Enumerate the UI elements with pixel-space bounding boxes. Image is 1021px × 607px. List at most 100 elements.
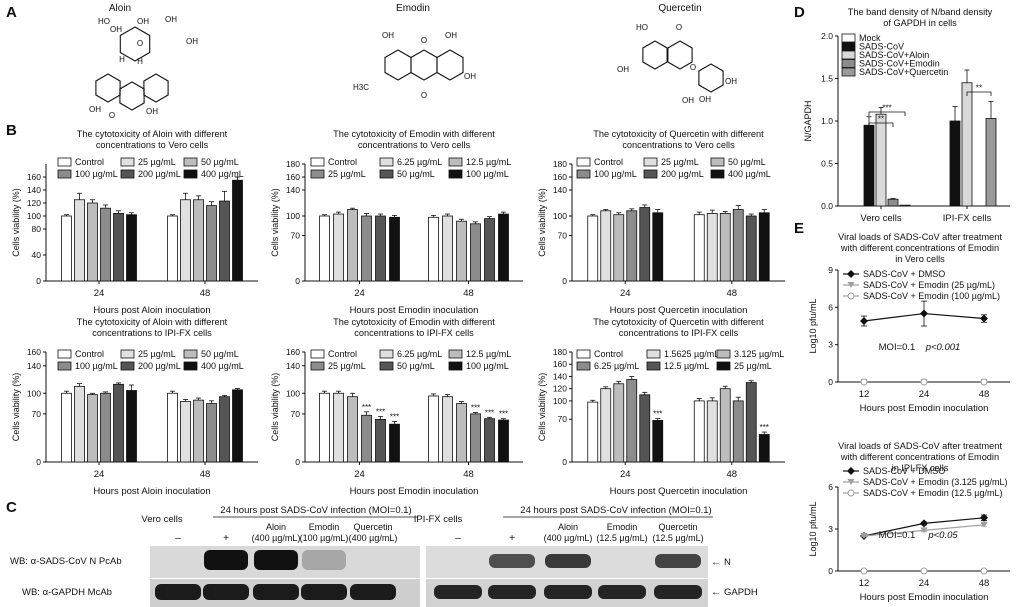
- legend-label: SADS-CoV+Emodin: [859, 59, 940, 69]
- data-point: [920, 519, 928, 528]
- x-tick-label: 48: [200, 469, 211, 480]
- bar: [61, 215, 72, 282]
- legend-swatch: [183, 349, 198, 359]
- blot-infection-header: 24 hours post SADS-CoV infection (MOI=0.…: [520, 505, 711, 516]
- significance-mark: ***: [882, 104, 891, 113]
- blot-ipifx-label: IPI-FX cells: [414, 514, 463, 525]
- bar: [887, 198, 899, 207]
- bar: [319, 392, 330, 463]
- bar: [626, 379, 638, 463]
- bar: [100, 207, 111, 282]
- legend-label: Control: [594, 157, 623, 167]
- emodin-group-label: OH: [382, 31, 394, 40]
- bar: [693, 400, 705, 463]
- lane-header: (400 µg/mL): [544, 533, 593, 543]
- y-tick-label: 180: [553, 159, 567, 169]
- x-tick-label: 24: [919, 389, 930, 400]
- bar: [985, 118, 997, 207]
- legend-label: Control: [594, 349, 623, 359]
- x-axis-label: Hours post Emodin inoculation: [860, 592, 989, 603]
- bar: [389, 216, 400, 282]
- y-tick-label: 120: [27, 198, 41, 208]
- chart-E2: Viral loads of SADS-CoV after treatmentw…: [808, 441, 1010, 603]
- x-axis-label: Hours post Emodin inoculation: [860, 403, 989, 414]
- data-point: [920, 567, 928, 575]
- y-tick-label: 1.5: [821, 74, 833, 84]
- aloin-ring: [95, 73, 121, 103]
- legend-swatch: [379, 169, 394, 179]
- y-tick-label: 140: [27, 185, 41, 195]
- x-tick-label: 48: [979, 389, 990, 400]
- legend-label: SADS-CoV: [859, 42, 904, 52]
- legend-swatch: [310, 157, 325, 167]
- y-tick-label: 6: [828, 302, 833, 312]
- legend-swatch: [310, 349, 325, 359]
- bar: [347, 396, 358, 463]
- x-tick-label: 24: [620, 288, 631, 299]
- bar: [333, 213, 344, 282]
- lane-header: Quercetin: [353, 522, 392, 532]
- legend-label: 50 µg/mL: [397, 361, 435, 371]
- data-point: [980, 521, 988, 528]
- y-tick-label: 3: [828, 524, 833, 534]
- legend-swatch: [120, 361, 135, 371]
- legend-swatch: [57, 157, 72, 167]
- aloin-group-label: O: [109, 111, 115, 120]
- legend-label: 3.125 µg/mL: [734, 349, 784, 359]
- chart-title: in Vero cells: [895, 254, 945, 264]
- y-tick-label: 70: [32, 409, 42, 419]
- quercetin-group-label: O: [690, 63, 696, 72]
- panel-letter-c: C: [6, 499, 17, 516]
- bar: [652, 420, 664, 463]
- chart-title: with different concentrations of Emodin: [840, 243, 999, 253]
- bar: [319, 215, 330, 282]
- gapdh-band: [654, 585, 702, 599]
- x-tick-label: 24: [94, 288, 105, 299]
- bar: [484, 218, 495, 282]
- data-point: [980, 513, 988, 522]
- bar: [100, 392, 111, 463]
- aloin-group-label: OH: [89, 105, 101, 114]
- data-point: [860, 317, 868, 326]
- legend-label: 25 µg/mL: [734, 361, 772, 371]
- legend-label: 50 µg/mL: [201, 349, 239, 359]
- legend-swatch: [57, 349, 72, 359]
- bar: [719, 212, 731, 282]
- bar: [626, 210, 638, 282]
- legend-label: 100 µg/mL: [75, 169, 118, 179]
- legend-swatch: [576, 157, 591, 167]
- data-point: [980, 314, 988, 323]
- x-axis-label: Hours post Aloin inoculation: [93, 305, 210, 316]
- n-band-label: N: [724, 557, 731, 568]
- bar: [758, 434, 770, 463]
- aloin-group-label: OH: [186, 37, 198, 46]
- legend-label: 400 µg/mL: [728, 169, 771, 179]
- quercetin-group-label: OH: [699, 95, 711, 104]
- bar: [498, 419, 509, 463]
- legend-marker: [847, 282, 855, 288]
- x-tick-label: 24: [354, 469, 365, 480]
- lane-header: (12.5 µg/mL): [652, 533, 703, 543]
- legend-label: 1.5625 µg/mL: [664, 349, 719, 359]
- chart-B1: The cytotoxicity of Aloin with different…: [11, 129, 258, 316]
- legend-label: SADS-CoV + DMSO: [863, 466, 945, 476]
- significance-mark: ***: [471, 404, 480, 413]
- legend-label: 12.5 µg/mL: [664, 361, 709, 371]
- bar: [484, 418, 495, 463]
- legend-swatch: [841, 33, 856, 43]
- y-tick-label: 0: [295, 457, 300, 467]
- y-tick-label: 0: [828, 566, 833, 576]
- chart-B4: The cytotoxicity of Aloin with different…: [11, 317, 258, 497]
- legend-swatch: [448, 349, 463, 359]
- x-tick-label: Vero cells: [860, 213, 901, 224]
- gapdh-band: [488, 585, 536, 599]
- n-band: [545, 554, 591, 568]
- legend-marker: [847, 479, 855, 485]
- lane-header: Emodin: [309, 522, 340, 532]
- gapdh-band: [253, 584, 299, 600]
- y-axis-label: N/GAPDH: [803, 100, 813, 141]
